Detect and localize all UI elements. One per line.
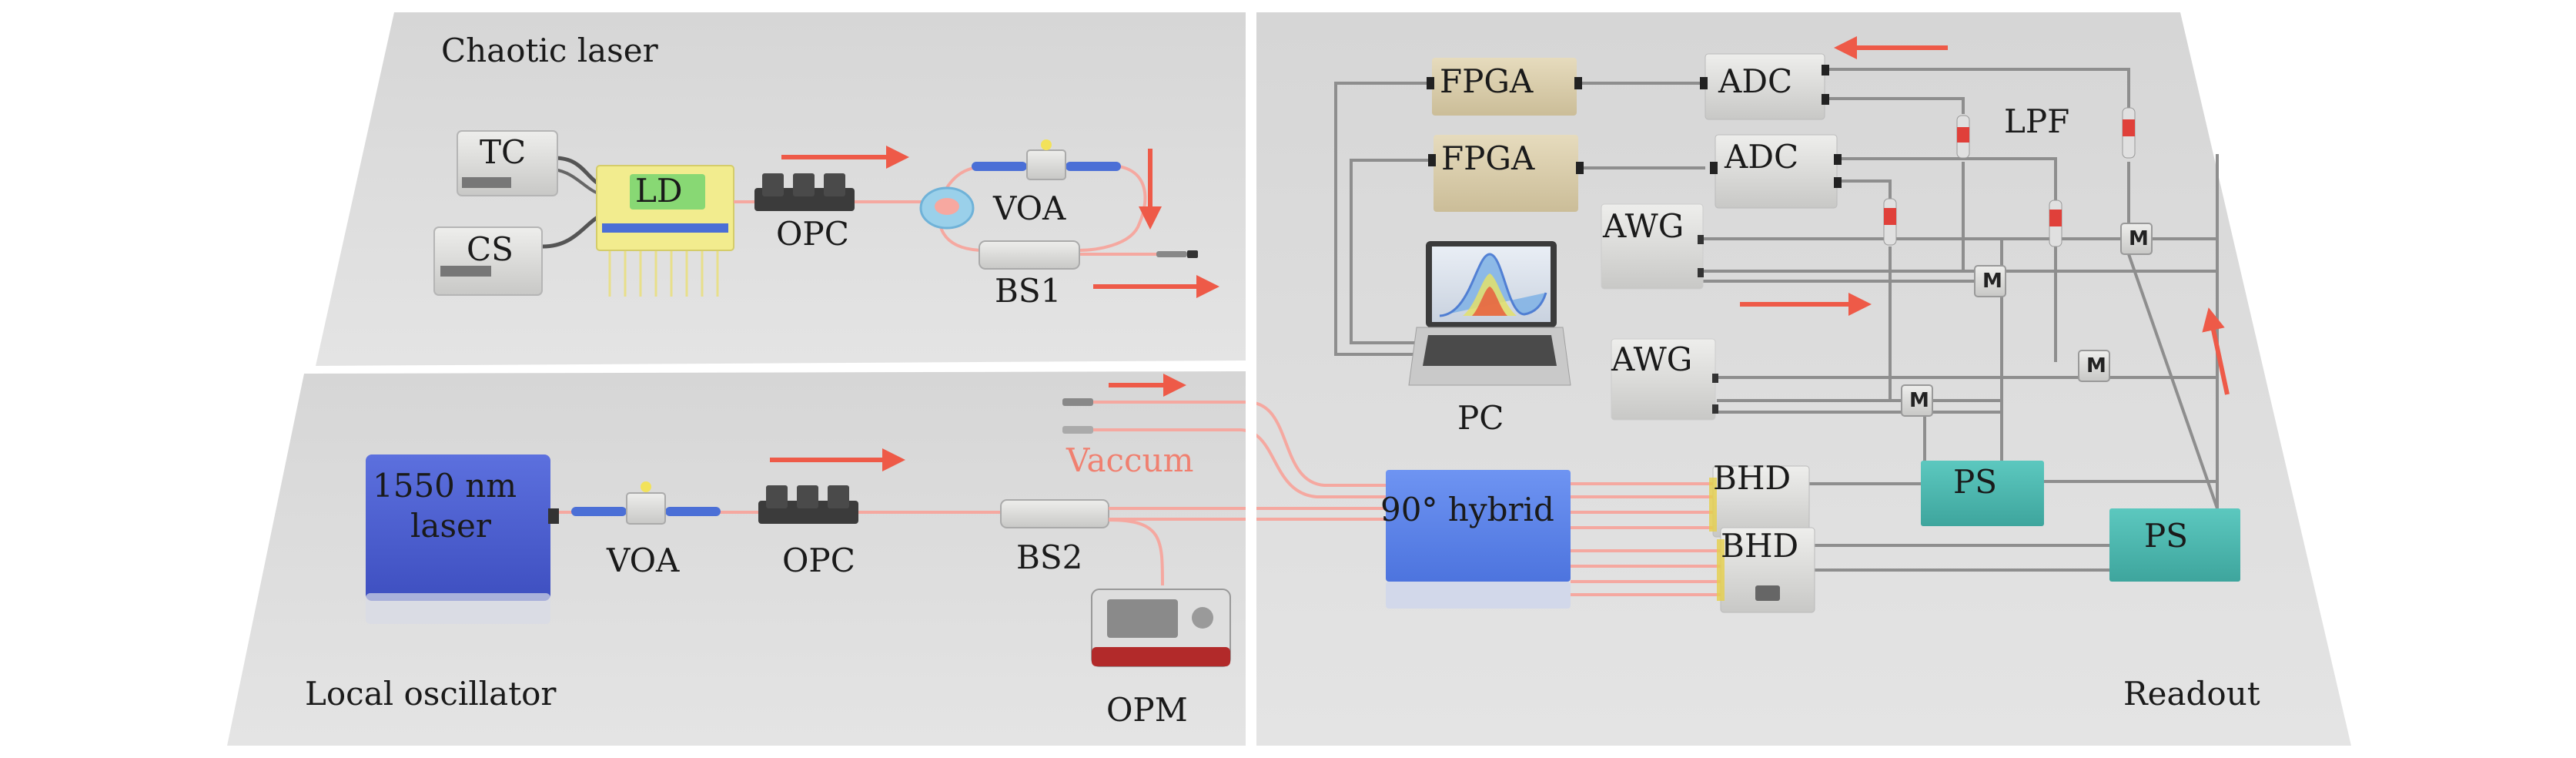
- panel-title-readout: Readout: [2123, 675, 2260, 713]
- opm-device: [1091, 589, 1231, 667]
- adc-bottom-label: ADC: [1724, 138, 1798, 176]
- panel-title-chaotic-laser: Chaotic laser: [441, 32, 659, 69]
- fpga-bottom-device: [1428, 135, 1584, 212]
- bs1-label: BS1: [995, 272, 1061, 310]
- pc-device: [1408, 241, 1571, 386]
- adc-top-device: [1700, 53, 1829, 120]
- fpga-bottom-label: FPGA: [1441, 139, 1535, 177]
- bs2-label: BS2: [1016, 538, 1082, 576]
- coupler-ring: [919, 186, 975, 230]
- opc-bottom-device: [758, 485, 858, 524]
- laser-1550-label-line2: laser: [410, 507, 492, 545]
- tc-label: TC: [480, 133, 526, 171]
- voa-bottom-device: [571, 481, 721, 525]
- svg-text:M: M: [2086, 354, 2106, 377]
- laser-1550-device: [366, 454, 559, 624]
- vaccum-connector: [1062, 398, 1093, 434]
- awg-bottom-label: AWG: [1611, 340, 1692, 378]
- vaccum-label: Vaccum: [1066, 441, 1193, 479]
- hybrid-label: 90° hybrid: [1380, 491, 1554, 528]
- lpf-filters: [1883, 107, 2136, 247]
- arrow-readout-up: [2202, 307, 2230, 395]
- bhd-bottom-label: BHD: [1721, 527, 1798, 565]
- bs1-device: [979, 240, 1080, 270]
- ps-left-label: PS: [1953, 463, 1997, 501]
- fpga-top-device: [1427, 58, 1582, 116]
- bhd-bottom-device: [1717, 527, 1815, 613]
- opc-bottom-label: OPC: [782, 542, 855, 579]
- readout-wiring: [1334, 68, 2219, 572]
- pc-label: PC: [1457, 399, 1504, 437]
- cs-label: CS: [467, 230, 514, 268]
- fiber-bs2-opm: [1108, 518, 1164, 586]
- opm-label: OPM: [1106, 691, 1188, 729]
- fiber-connector-top: [1156, 250, 1198, 258]
- fpga-top-label: FPGA: [1440, 62, 1534, 100]
- adc-top-label: ADC: [1718, 62, 1792, 100]
- ps-right-device: [2109, 508, 2240, 582]
- voa-top-label: VOA: [992, 190, 1066, 227]
- bs2-device: [1000, 499, 1109, 528]
- awg-bottom-device: [1611, 338, 1718, 421]
- fiber-hybrid-bhd: [1571, 482, 1721, 596]
- voa-bottom-label: VOA: [606, 542, 680, 579]
- awg-top-label: AWG: [1602, 207, 1684, 245]
- panel-title-local-oscillator: Local oscillator: [305, 675, 557, 713]
- awg-top-device: [1601, 203, 1704, 290]
- svg-text:M: M: [2129, 227, 2149, 250]
- opc-top-device: [754, 173, 855, 211]
- ld-device: [596, 165, 734, 297]
- laser-1550-label-line1: 1550 nm: [373, 467, 517, 505]
- bhd-top-label: BHD: [1713, 459, 1791, 497]
- svg-text:M: M: [1982, 270, 2002, 293]
- svg-text:M: M: [1909, 389, 1929, 412]
- hybrid-device: [1386, 470, 1571, 609]
- fiber-vaccum-1: [1093, 401, 1386, 487]
- opc-top-label: OPC: [776, 215, 849, 253]
- ps-left-device: [1921, 461, 2044, 526]
- cs-device: [433, 226, 543, 296]
- mixer-blocks: M M M M: [1901, 223, 2153, 417]
- voa-top-device: [972, 139, 1121, 180]
- ps-right-label: PS: [2144, 517, 2188, 555]
- ld-label: LD: [635, 172, 683, 210]
- lpf-label: LPF: [2004, 102, 2069, 140]
- tc-device: [457, 130, 558, 196]
- adc-bottom-device: [1710, 134, 1842, 209]
